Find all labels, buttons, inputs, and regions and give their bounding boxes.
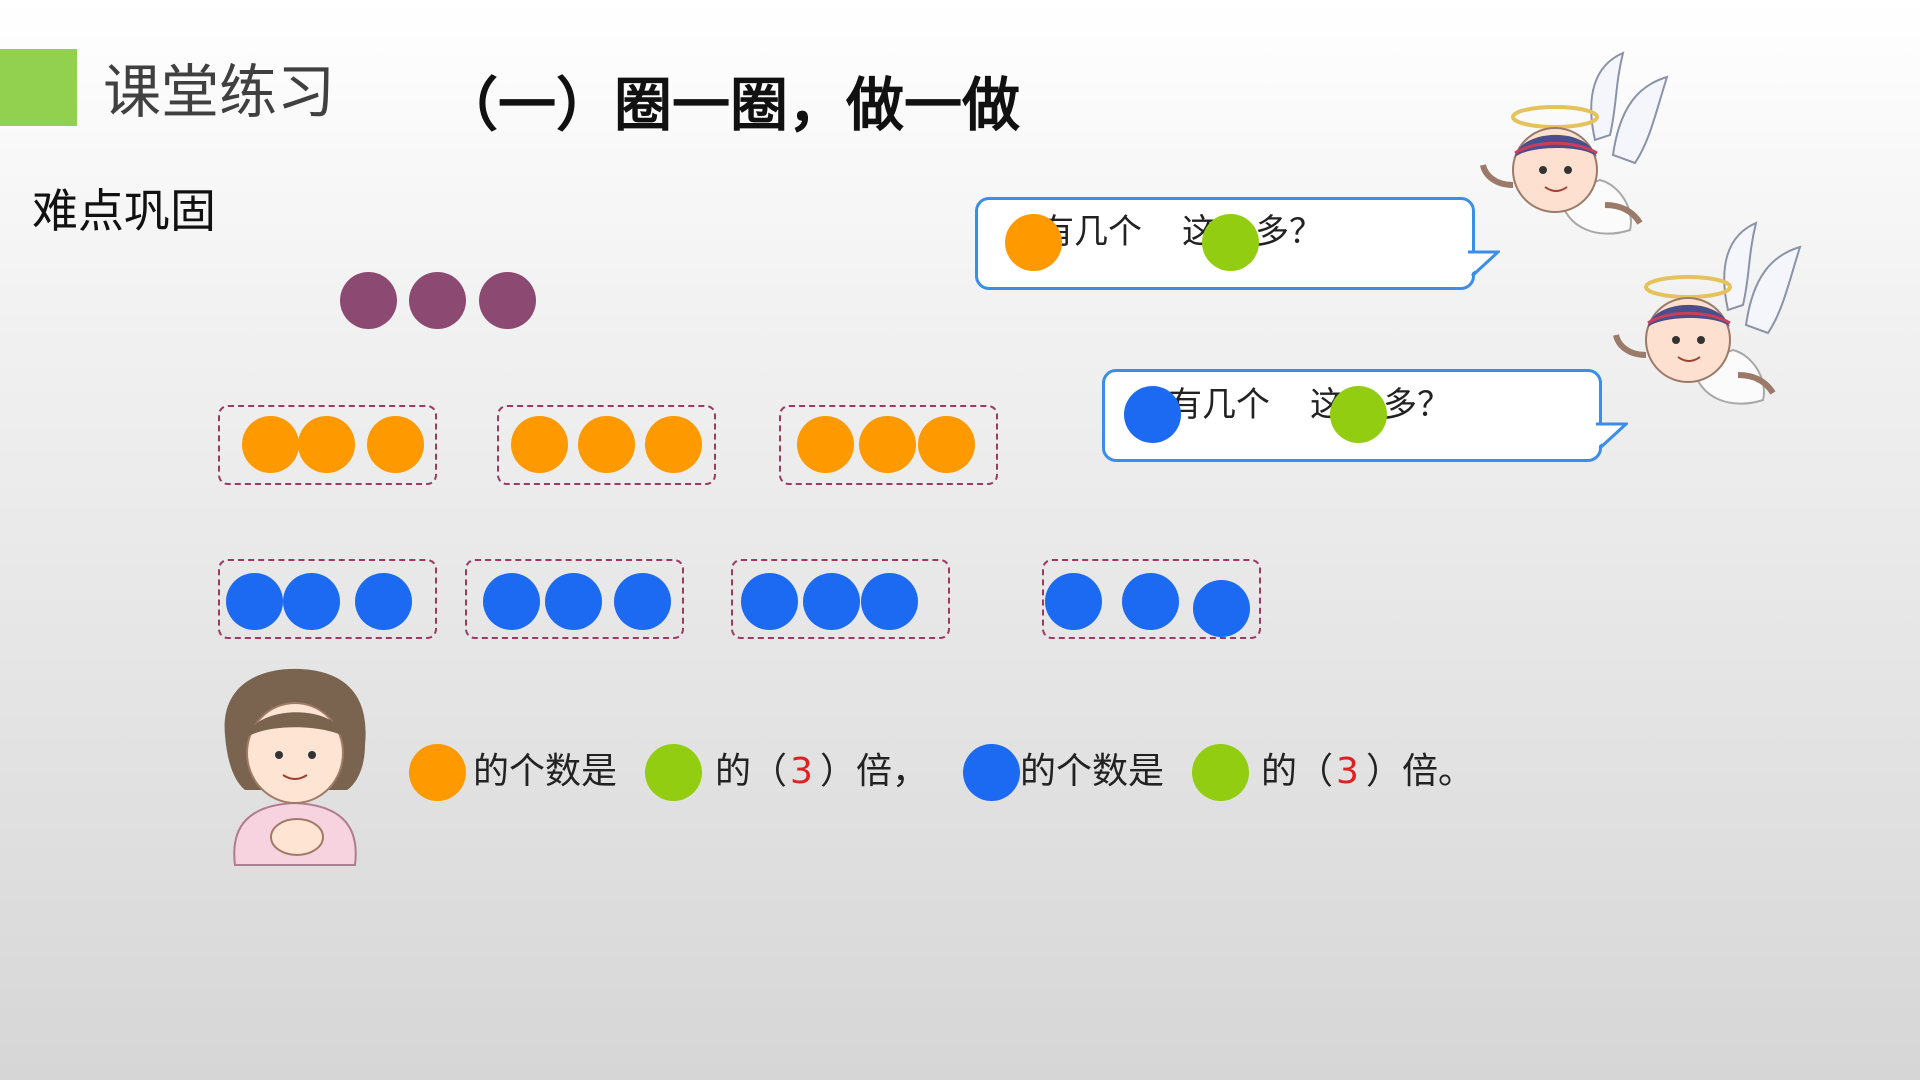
green-dot xyxy=(1192,744,1249,801)
blue-group-4 xyxy=(1042,559,1261,639)
blue-dot xyxy=(861,573,918,630)
section-title: 课堂练习 xyxy=(103,58,336,126)
blue-group-1 xyxy=(218,559,437,639)
blue-dot xyxy=(963,744,1020,801)
blue-dot xyxy=(1193,580,1250,637)
orange-group-1 xyxy=(218,405,437,485)
orange-dot xyxy=(242,416,299,473)
purple-dot xyxy=(479,272,536,329)
subtitle: 难点巩固 xyxy=(32,184,216,238)
blue-dot xyxy=(614,573,671,630)
sentence-part-3: ）倍， xyxy=(820,751,929,792)
orange-dot xyxy=(298,416,355,473)
purple-dot xyxy=(409,272,466,329)
orange-dot xyxy=(511,416,568,473)
purple-dot xyxy=(340,272,397,329)
blue-dot xyxy=(483,573,540,630)
blue-dot xyxy=(355,573,412,630)
angel-1-icon xyxy=(1480,51,1669,235)
answer-1: 3 xyxy=(790,751,813,792)
bubble-2-text-a: 有几个 xyxy=(1168,385,1270,425)
blue-dot xyxy=(545,573,602,630)
bubble-tail-1 xyxy=(1468,250,1500,278)
girl-icon xyxy=(224,668,366,866)
blue-dot xyxy=(741,573,798,630)
orange-dot xyxy=(578,416,635,473)
blue-dot xyxy=(803,573,860,630)
main-title: （一）圈一圈，做一做 xyxy=(440,71,1021,139)
blue-group-3 xyxy=(731,559,950,639)
green-dot xyxy=(1330,386,1387,443)
sentence-part-5: 的（ xyxy=(1261,751,1334,792)
orange-dot xyxy=(859,416,916,473)
orange-group-2 xyxy=(497,405,716,485)
orange-dot xyxy=(645,416,702,473)
blue-dot xyxy=(283,573,340,630)
sentence-part-2: 的（ xyxy=(715,751,788,792)
green-dot xyxy=(645,744,702,801)
sentence-part-4: 的个数是 xyxy=(1020,751,1165,792)
angel-2-icon xyxy=(1613,221,1802,405)
blue-dot xyxy=(226,573,283,630)
orange-dot xyxy=(797,416,854,473)
bubble-tail-2 xyxy=(1596,422,1628,450)
green-dot xyxy=(1202,214,1259,271)
orange-dot xyxy=(409,744,466,801)
orange-dot xyxy=(1005,214,1062,271)
bubble-2-text-c: 多？ xyxy=(1383,385,1451,425)
blue-group-2 xyxy=(465,559,684,639)
blue-dot xyxy=(1122,573,1179,630)
accent-square xyxy=(0,49,77,126)
orange-dot xyxy=(918,416,975,473)
blue-dot xyxy=(1124,386,1181,443)
sentence-part-6: ）倍。 xyxy=(1366,751,1475,792)
orange-group-3 xyxy=(779,405,998,485)
blue-dot xyxy=(1045,573,1102,630)
answer-2: 3 xyxy=(1336,751,1359,792)
orange-dot xyxy=(367,416,424,473)
bubble-1-text-c: 多？ xyxy=(1255,212,1323,252)
sentence-part-1: 的个数是 xyxy=(473,751,618,792)
